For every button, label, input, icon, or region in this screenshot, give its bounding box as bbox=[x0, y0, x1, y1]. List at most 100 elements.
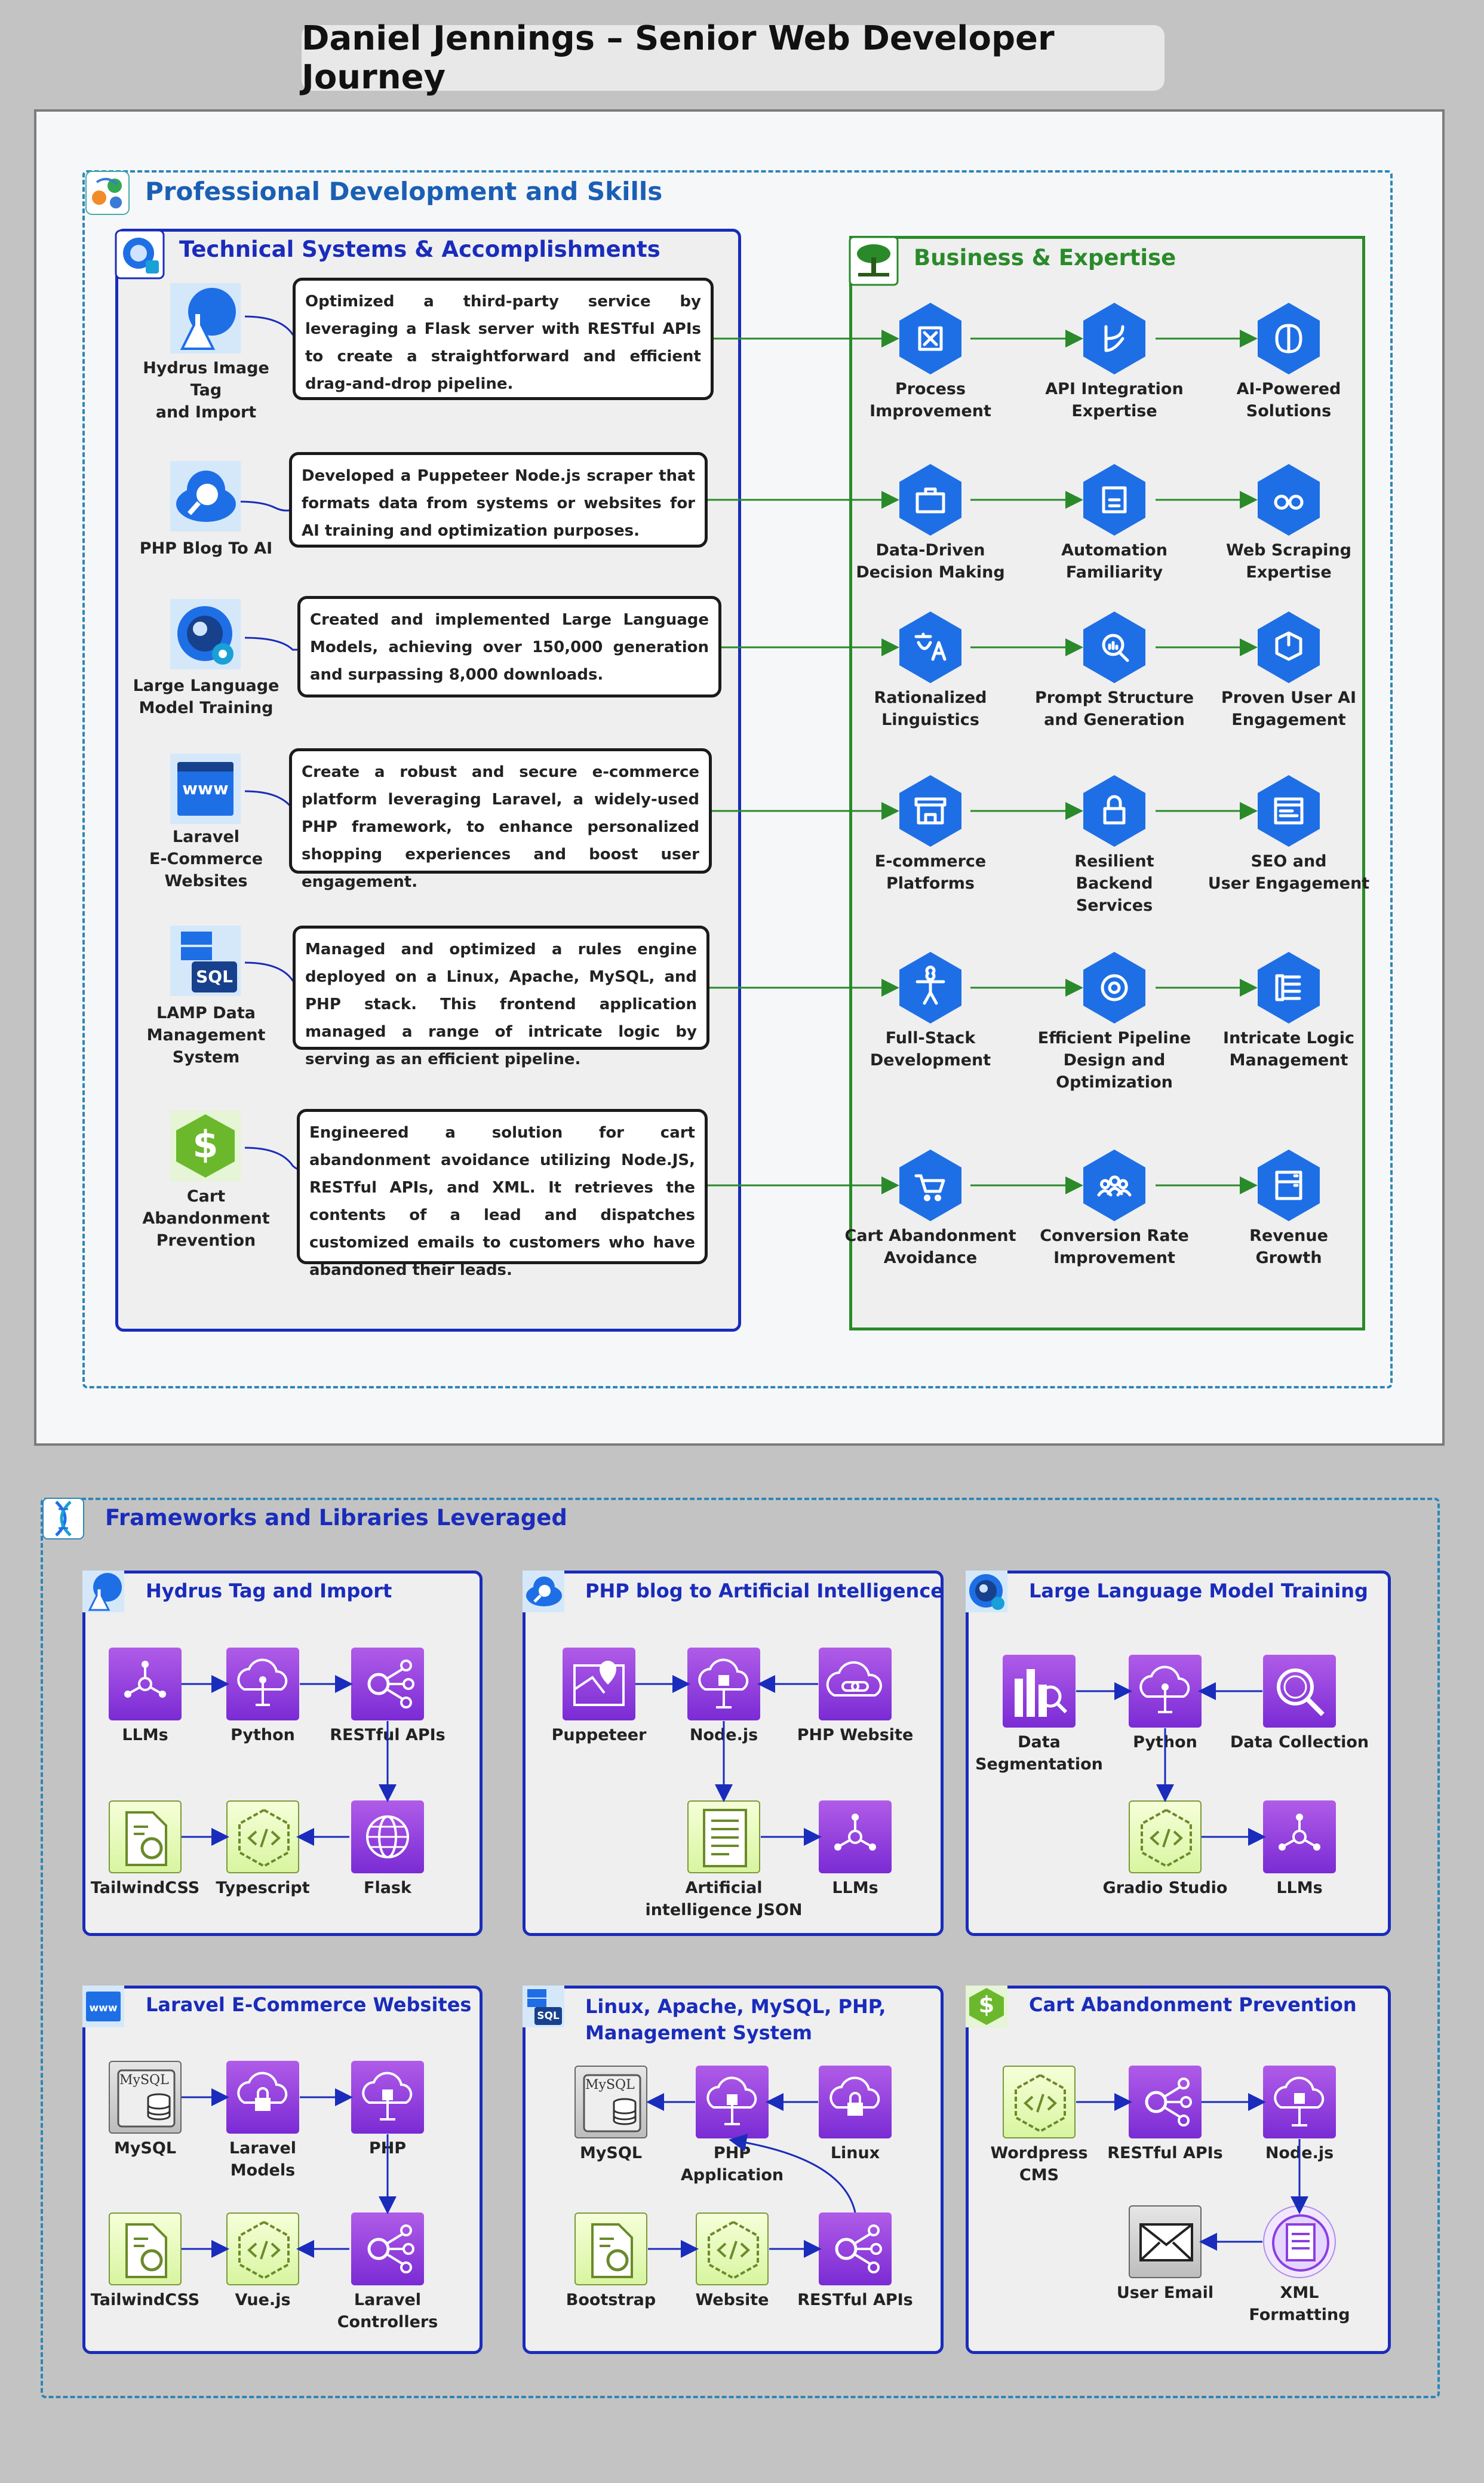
web-page-icon bbox=[1258, 775, 1320, 847]
technical-systems-title: Technical Systems & Accomplishments bbox=[179, 236, 660, 262]
person-icon bbox=[899, 952, 961, 1024]
frameworks-section bbox=[41, 1498, 1440, 2398]
code-hex-icon bbox=[1129, 1800, 1202, 1873]
llm-network-icon bbox=[109, 1648, 182, 1720]
config-file-icon bbox=[574, 2212, 647, 2285]
tech-label-php-blog: PHP Blog To AI bbox=[139, 539, 273, 558]
cloud-python-icon bbox=[226, 1648, 299, 1720]
framework-node-label: PHP bbox=[368, 2139, 407, 2158]
gear-search-icon bbox=[1083, 952, 1145, 1024]
framework-node-label: Gradio Studio bbox=[1102, 1879, 1228, 1897]
search-chart-icon bbox=[1083, 611, 1145, 683]
sql-server-icon: SQL bbox=[170, 926, 241, 996]
tech-desc-lamp: Managed and optimized a rules engine dep… bbox=[293, 926, 709, 1068]
people-icon bbox=[1083, 1150, 1145, 1221]
cloud-php-icon bbox=[696, 2066, 769, 2138]
code-hex-icon bbox=[1003, 2066, 1076, 2138]
binoculars-icon bbox=[1258, 464, 1320, 536]
mysql-db-icon: MySQL bbox=[109, 2061, 182, 2134]
fw-title-php-blog: PHP blog to Artificial Intelligence bbox=[585, 1579, 944, 1602]
cloud-node-icon bbox=[1263, 2066, 1336, 2138]
api-nodes-icon bbox=[351, 1648, 424, 1720]
skills-icon bbox=[85, 171, 130, 215]
config-file-icon bbox=[109, 1800, 182, 1873]
framework-node-label: TailwindCSS bbox=[90, 2291, 200, 2309]
flask-icon bbox=[82, 1571, 124, 1612]
framework-node-label: Python bbox=[231, 1726, 295, 1744]
cube-box-icon bbox=[1258, 611, 1320, 683]
lock-icon bbox=[1083, 775, 1145, 847]
professional-development-section bbox=[82, 170, 1393, 1388]
chip-icon bbox=[899, 303, 961, 374]
llm-network-icon bbox=[1263, 1800, 1336, 1873]
code-hex-icon bbox=[696, 2212, 769, 2285]
brain-icon bbox=[1258, 303, 1320, 374]
framework-node-label: Data Collection bbox=[1230, 1733, 1369, 1751]
framework-node-label: Linux bbox=[830, 2144, 880, 2162]
ai-training-icon bbox=[170, 599, 241, 669]
code-hex-icon bbox=[226, 2212, 299, 2285]
dollar-hex-icon: $ bbox=[966, 1986, 1007, 2027]
framework-node-label: LLMs bbox=[122, 1726, 168, 1744]
xml-doc-icon bbox=[1263, 2205, 1336, 2278]
fw-panel-php-blog bbox=[523, 1571, 944, 1936]
fw-panel-llm bbox=[966, 1571, 1391, 1936]
fw-panel-laravel bbox=[82, 1986, 483, 2354]
cloud-link-icon bbox=[819, 1648, 892, 1720]
framework-node-label: LLMs bbox=[832, 1879, 878, 1897]
api-nodes-icon bbox=[819, 2212, 892, 2285]
fw-panel-hydrus bbox=[82, 1571, 483, 1936]
framework-node-label: PHP Website bbox=[797, 1726, 914, 1744]
automation-icon bbox=[1083, 464, 1145, 536]
framework-node-label: RESTful APIs bbox=[797, 2291, 913, 2309]
document-icon bbox=[687, 1800, 760, 1873]
sql-server-icon: SQL bbox=[523, 1986, 564, 2027]
fw-title-cart: Cart Abandonment Prevention bbox=[1029, 1993, 1357, 2016]
ai-training-icon bbox=[966, 1571, 1007, 1612]
dna-icon bbox=[42, 1498, 84, 1539]
framework-node-label: Flask bbox=[364, 1879, 411, 1897]
framework-node-label: Puppeteer bbox=[551, 1726, 647, 1744]
framework-node-label: LLMs bbox=[1276, 1879, 1323, 1897]
cloud-search-icon bbox=[170, 461, 241, 531]
store-icon bbox=[899, 775, 961, 847]
technical-systems-icon bbox=[115, 229, 165, 279]
fw-title-llm: Large Language Model Training bbox=[1029, 1579, 1368, 1602]
framework-node-label: Website bbox=[695, 2291, 769, 2309]
framework-node-label: MySQL bbox=[113, 2139, 177, 2158]
api-nodes-icon bbox=[1129, 2066, 1202, 2138]
framework-node-label: Vue.js bbox=[235, 2291, 291, 2309]
api-nodes-icon bbox=[351, 2212, 424, 2285]
map-pin-icon bbox=[563, 1648, 635, 1720]
fw-title-lamp: Linux, Apache, MySQL, PHP,Management Sys… bbox=[585, 1995, 886, 2044]
cloud-python-icon bbox=[1129, 1655, 1202, 1728]
framework-node-label: User Email bbox=[1116, 2284, 1214, 2302]
envelope-icon bbox=[1129, 2205, 1202, 2278]
storage-icon bbox=[1258, 1150, 1320, 1221]
bar-search-icon bbox=[1003, 1655, 1076, 1728]
